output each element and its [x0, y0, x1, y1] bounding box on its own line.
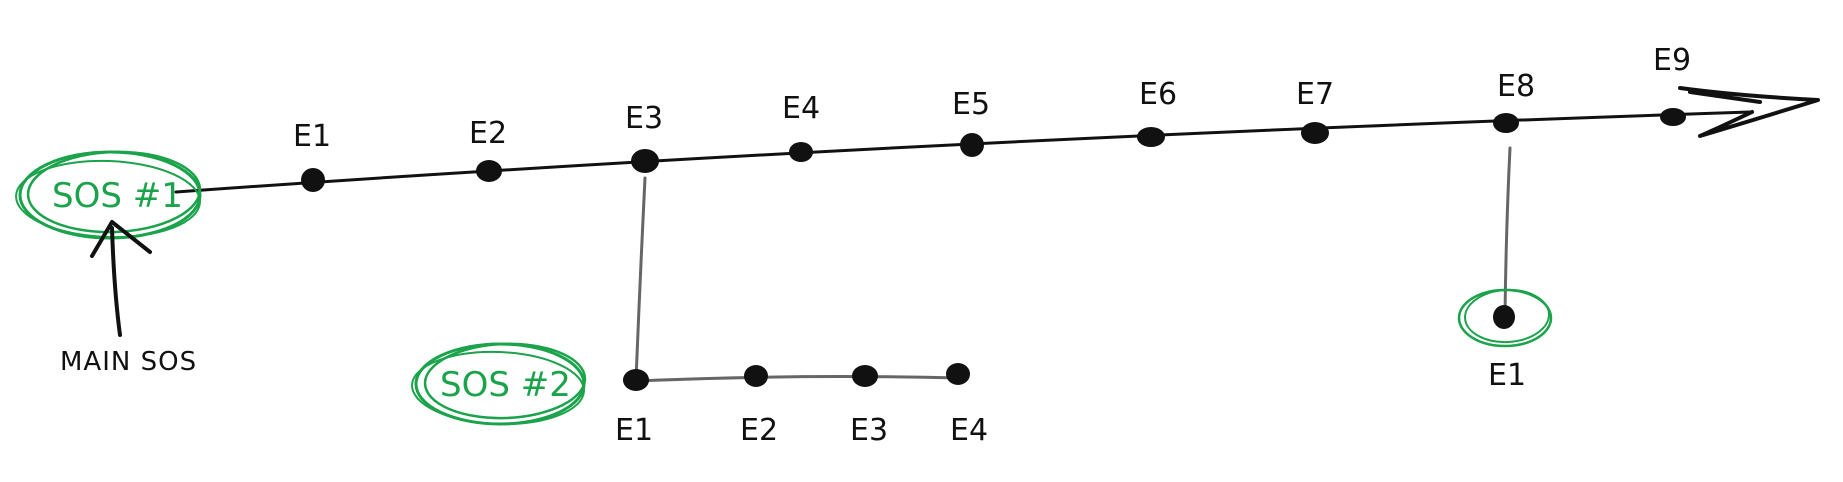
- e8-branch-node: E1: [1457, 288, 1553, 393]
- branch-timeline-line: [634, 375, 962, 383]
- main-event-dot: [631, 149, 659, 173]
- main-event-dot: [1660, 108, 1686, 126]
- branch-event-label: E3: [850, 413, 888, 448]
- main-event-dot: [1301, 122, 1329, 144]
- main-timeline-arrowhead: [1678, 86, 1820, 138]
- main-event-label: E7: [1296, 77, 1334, 112]
- e8-branch-event-label: E1: [1488, 358, 1526, 393]
- main-event-label: E2: [469, 116, 507, 151]
- main-event-label: E6: [1139, 77, 1177, 112]
- sos-1-node: SOS #1: [15, 150, 202, 240]
- sos-2-label: SOS #2: [440, 365, 571, 405]
- branch-events: E1 E2 E3 E4: [615, 363, 988, 448]
- branch-event-label: E1: [615, 413, 653, 448]
- branch-event-dot: [623, 369, 649, 391]
- branch-event-label: E2: [740, 413, 778, 448]
- main-event-dot: [1493, 113, 1519, 133]
- main-event-dot: [301, 168, 325, 192]
- sos-2-node: SOS #2: [411, 342, 587, 426]
- main-sos-annotation: MAIN SOS: [60, 347, 197, 377]
- main-event-dot: [476, 160, 502, 182]
- main-event-label: E4: [782, 91, 820, 126]
- main-event-dot: [960, 133, 984, 157]
- branch-connector-e8: [1503, 146, 1512, 318]
- branch-connector-e3: [634, 176, 647, 382]
- branch-event-dot: [852, 365, 878, 387]
- branch-event-label: E4: [950, 413, 988, 448]
- main-event-label: E1: [293, 119, 331, 154]
- main-event-dot: [1137, 127, 1165, 147]
- e8-branch-event-dot: [1493, 305, 1515, 329]
- main-event-label: E3: [625, 101, 663, 136]
- main-event-label: E9: [1653, 43, 1691, 78]
- main-events: E1 E2 E3 E4 E5 E6 E7 E8 E9: [293, 43, 1691, 192]
- main-event-label: E8: [1497, 69, 1535, 104]
- sos-1-label: SOS #1: [52, 176, 183, 216]
- branch-event-dot: [744, 365, 768, 387]
- main-event-label: E5: [952, 87, 990, 122]
- main-sos-pointer-arrow: [90, 220, 152, 337]
- branch-event-dot: [946, 363, 970, 385]
- main-event-dot: [789, 142, 813, 162]
